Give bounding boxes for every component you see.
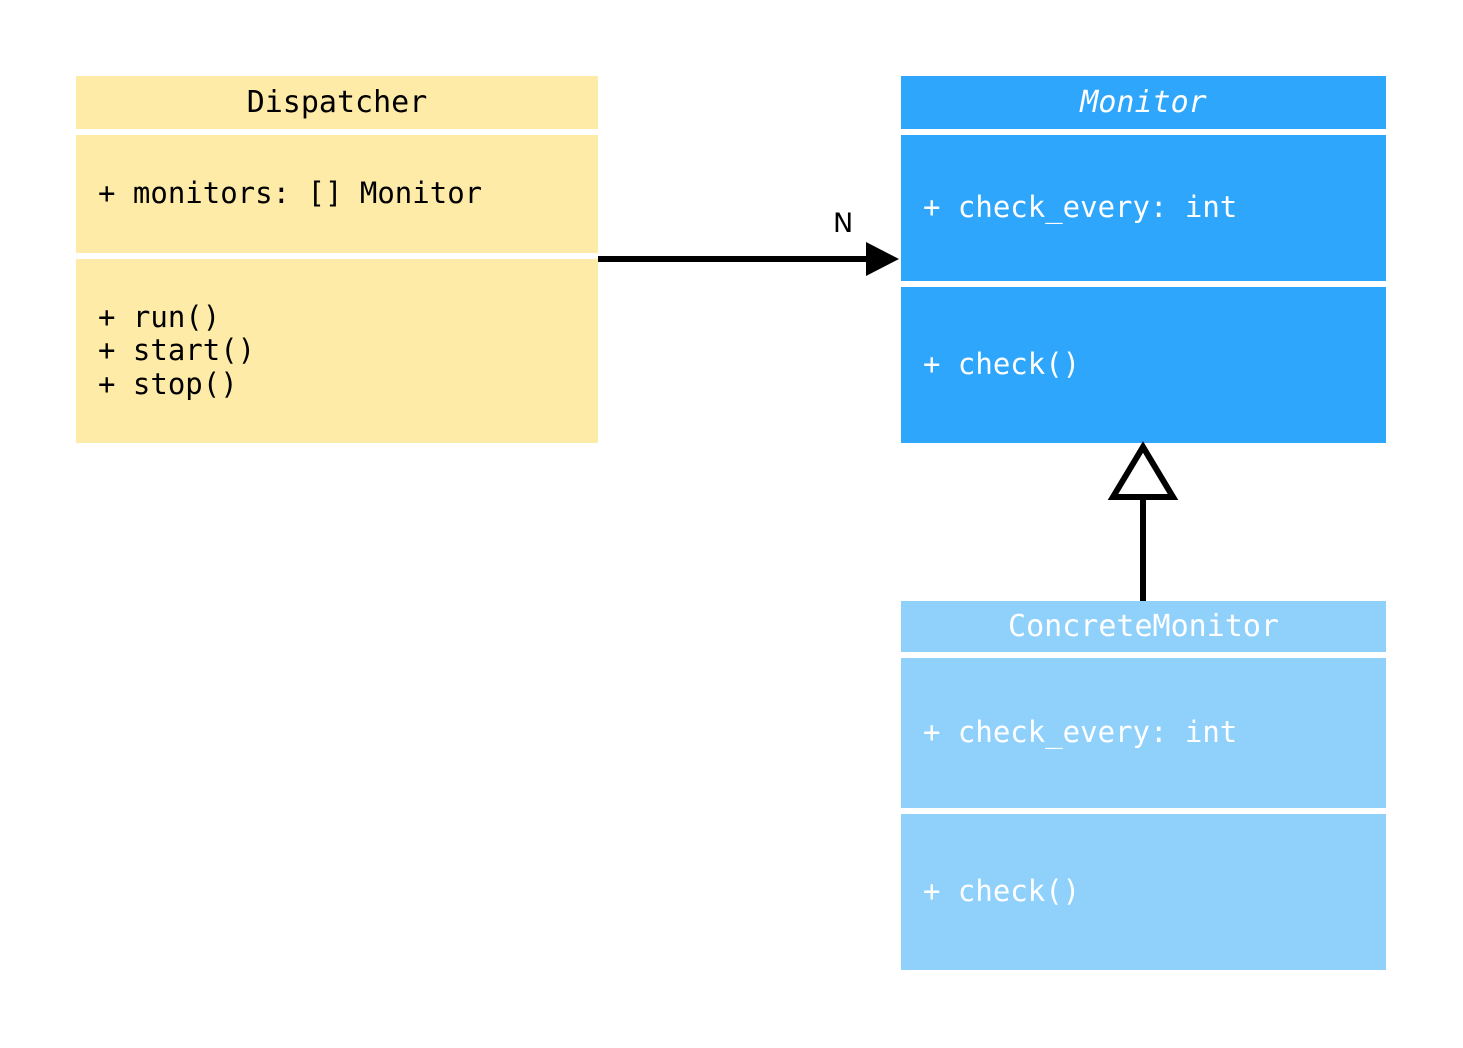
uml-class-concrete-monitor[interactable]: ConcreteMonitor + check_every: int + che…	[901, 601, 1386, 970]
filled-triangle-arrowhead-icon	[866, 242, 899, 276]
method-item: + stop()	[98, 366, 238, 401]
class-attributes-dispatcher: + monitors: [] Monitor	[76, 135, 598, 253]
hollow-triangle-arrowhead-icon	[1107, 441, 1179, 500]
class-header-concrete-monitor: ConcreteMonitor	[901, 601, 1386, 652]
class-methods-concrete-monitor: + check()	[901, 814, 1386, 970]
class-attributes-concrete-monitor: + check_every: int	[901, 658, 1386, 808]
class-name-dispatcher: Dispatcher	[246, 84, 428, 120]
class-methods-dispatcher: + run() + start() + stop()	[76, 259, 598, 443]
attribute-item: + check_every: int	[923, 190, 1238, 225]
class-attributes-monitor: + check_every: int	[901, 135, 1386, 281]
method-item: + check()	[923, 347, 1081, 382]
class-header-monitor: Monitor	[901, 76, 1386, 129]
class-header-dispatcher: Dispatcher	[76, 76, 598, 129]
attribute-item: + monitors: [] Monitor	[98, 176, 483, 211]
uml-class-dispatcher[interactable]: Dispatcher + monitors: [] Monitor + run(…	[76, 76, 598, 443]
association-multiplicity-label: N	[833, 208, 854, 239]
class-name-monitor: Monitor	[1080, 84, 1207, 120]
generalization-concrete-monitor-to-monitor	[1107, 441, 1179, 601]
class-name-concrete-monitor: ConcreteMonitor	[1008, 608, 1279, 644]
attribute-item: + check_every: int	[923, 715, 1238, 750]
method-item: + check()	[923, 874, 1081, 909]
uml-class-monitor[interactable]: Monitor + check_every: int + check()	[901, 76, 1386, 443]
class-methods-monitor: + check()	[901, 287, 1386, 443]
association-dispatcher-to-monitor	[598, 242, 899, 276]
method-item: + run()	[98, 299, 221, 334]
method-item: + start()	[98, 333, 256, 368]
